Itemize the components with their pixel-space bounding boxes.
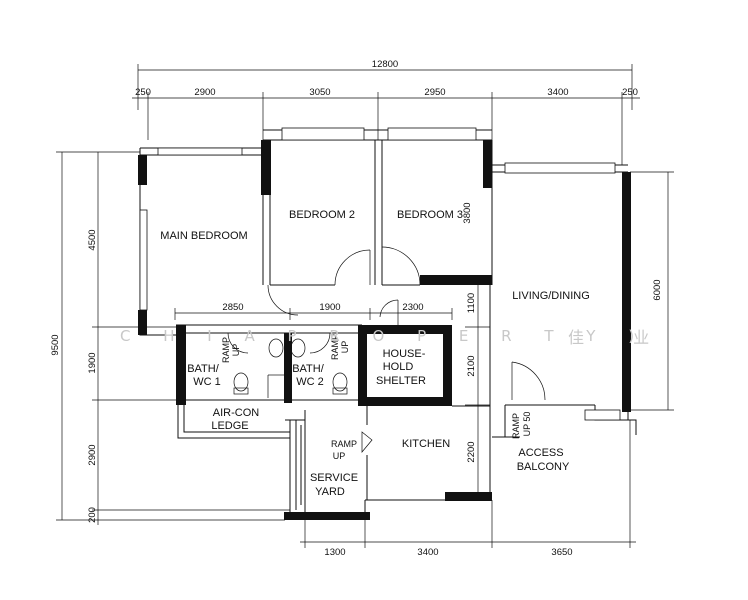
ramp-bath2-line1: RAMP [330,334,340,360]
watermark-latin: C H I A P R O P E R T Y ) [120,327,648,345]
label-kitchen: KITCHEN [402,438,450,450]
label-access-balcony-line2: BALCONY [517,461,570,473]
ramp-yard-line1: RAMP [331,439,357,449]
label-bath1-line2: WC 1 [193,376,221,388]
dim-top-2: 2900 [194,87,215,98]
room-labels: MAIN BEDROOM BEDROOM 2 BEDROOM 3 LIVING/… [160,209,590,498]
basin-icon [268,338,284,358]
label-aircon-line1: AIR-CON [213,407,260,419]
ramp-yard-line2: UP [333,451,346,461]
label-bath1-line1: BATH/ [187,363,220,375]
label-service-yard-line2: YARD [315,486,345,498]
dimension-labels: 12800 250 2900 3050 2950 3400 250 2850 1… [50,59,663,558]
dimension-lines [56,64,674,548]
label-bedroom-2: BEDROOM 2 [289,209,355,221]
label-main-bedroom: MAIN BEDROOM [160,230,247,242]
dim-mid-3: 2300 [402,302,423,313]
label-access-balcony-line1: ACCESS [518,447,563,459]
dim-top-5: 3400 [547,87,568,98]
ramp-bath1-line2: UP [231,344,241,357]
label-living-dining: LIVING/DINING [512,290,590,302]
dim-left-3: 2900 [87,444,98,465]
watermark: C H I A P R O P E R T Y ) 佳 业 [120,327,671,347]
dim-bottom-2: 3400 [417,547,438,558]
dim-overall: 12800 [372,59,398,70]
dim-right-mid-3: 2200 [466,441,477,462]
dim-bottom-1: 1300 [324,547,345,558]
dim-right-mid-1: 1100 [466,293,477,313]
label-bath2-line2: WC 2 [296,376,324,388]
dim-left-2: 1900 [87,352,98,373]
label-shelter-line1: HOUSE- [383,348,426,360]
dim-top-1: 250 [135,87,151,98]
dim-mid-1: 2850 [222,302,243,313]
ramp-bath2-line2: UP [340,341,350,354]
dim-bedroom3: 3800 [462,202,473,223]
label-aircon-line2: LEDGE [211,420,248,432]
ramp-bath1-line1: RAMP [221,337,231,363]
dim-bottom-3: 3650 [551,547,572,558]
dim-left-total: 9500 [50,334,61,355]
dim-left-4: 200 [87,507,98,523]
dim-top-3: 3050 [309,87,330,98]
dim-top-4: 2950 [424,87,445,98]
label-shelter-line2: HOLD [383,361,414,373]
dim-mid-2: 1900 [319,302,340,313]
fixtures [233,338,348,398]
dim-left-1: 4500 [87,229,98,250]
doors [227,246,546,453]
ramp-labels: RAMP UP RAMP UP RAMP UP RAMP UP 50 [221,334,532,461]
label-bedroom-3: BEDROOM 3 [397,209,463,221]
label-service-yard-line1: SERVICE [310,472,358,484]
ramp-balcony-line1: RAMP [511,413,521,439]
watermark-chinese: 佳 业 [568,328,671,347]
label-bath2-line1: BATH/ [292,363,325,375]
toilet-icon [332,372,348,392]
dim-top-6: 250 [622,87,638,98]
dim-right-living: 6000 [652,279,663,300]
basin-icon [290,338,306,358]
label-shelter-line3: SHELTER [376,375,426,387]
walls [138,127,637,520]
dim-right-mid-2: 2100 [466,355,477,376]
ramp-balcony-line2: UP 50 [522,412,532,437]
toilet-icon [233,372,249,392]
